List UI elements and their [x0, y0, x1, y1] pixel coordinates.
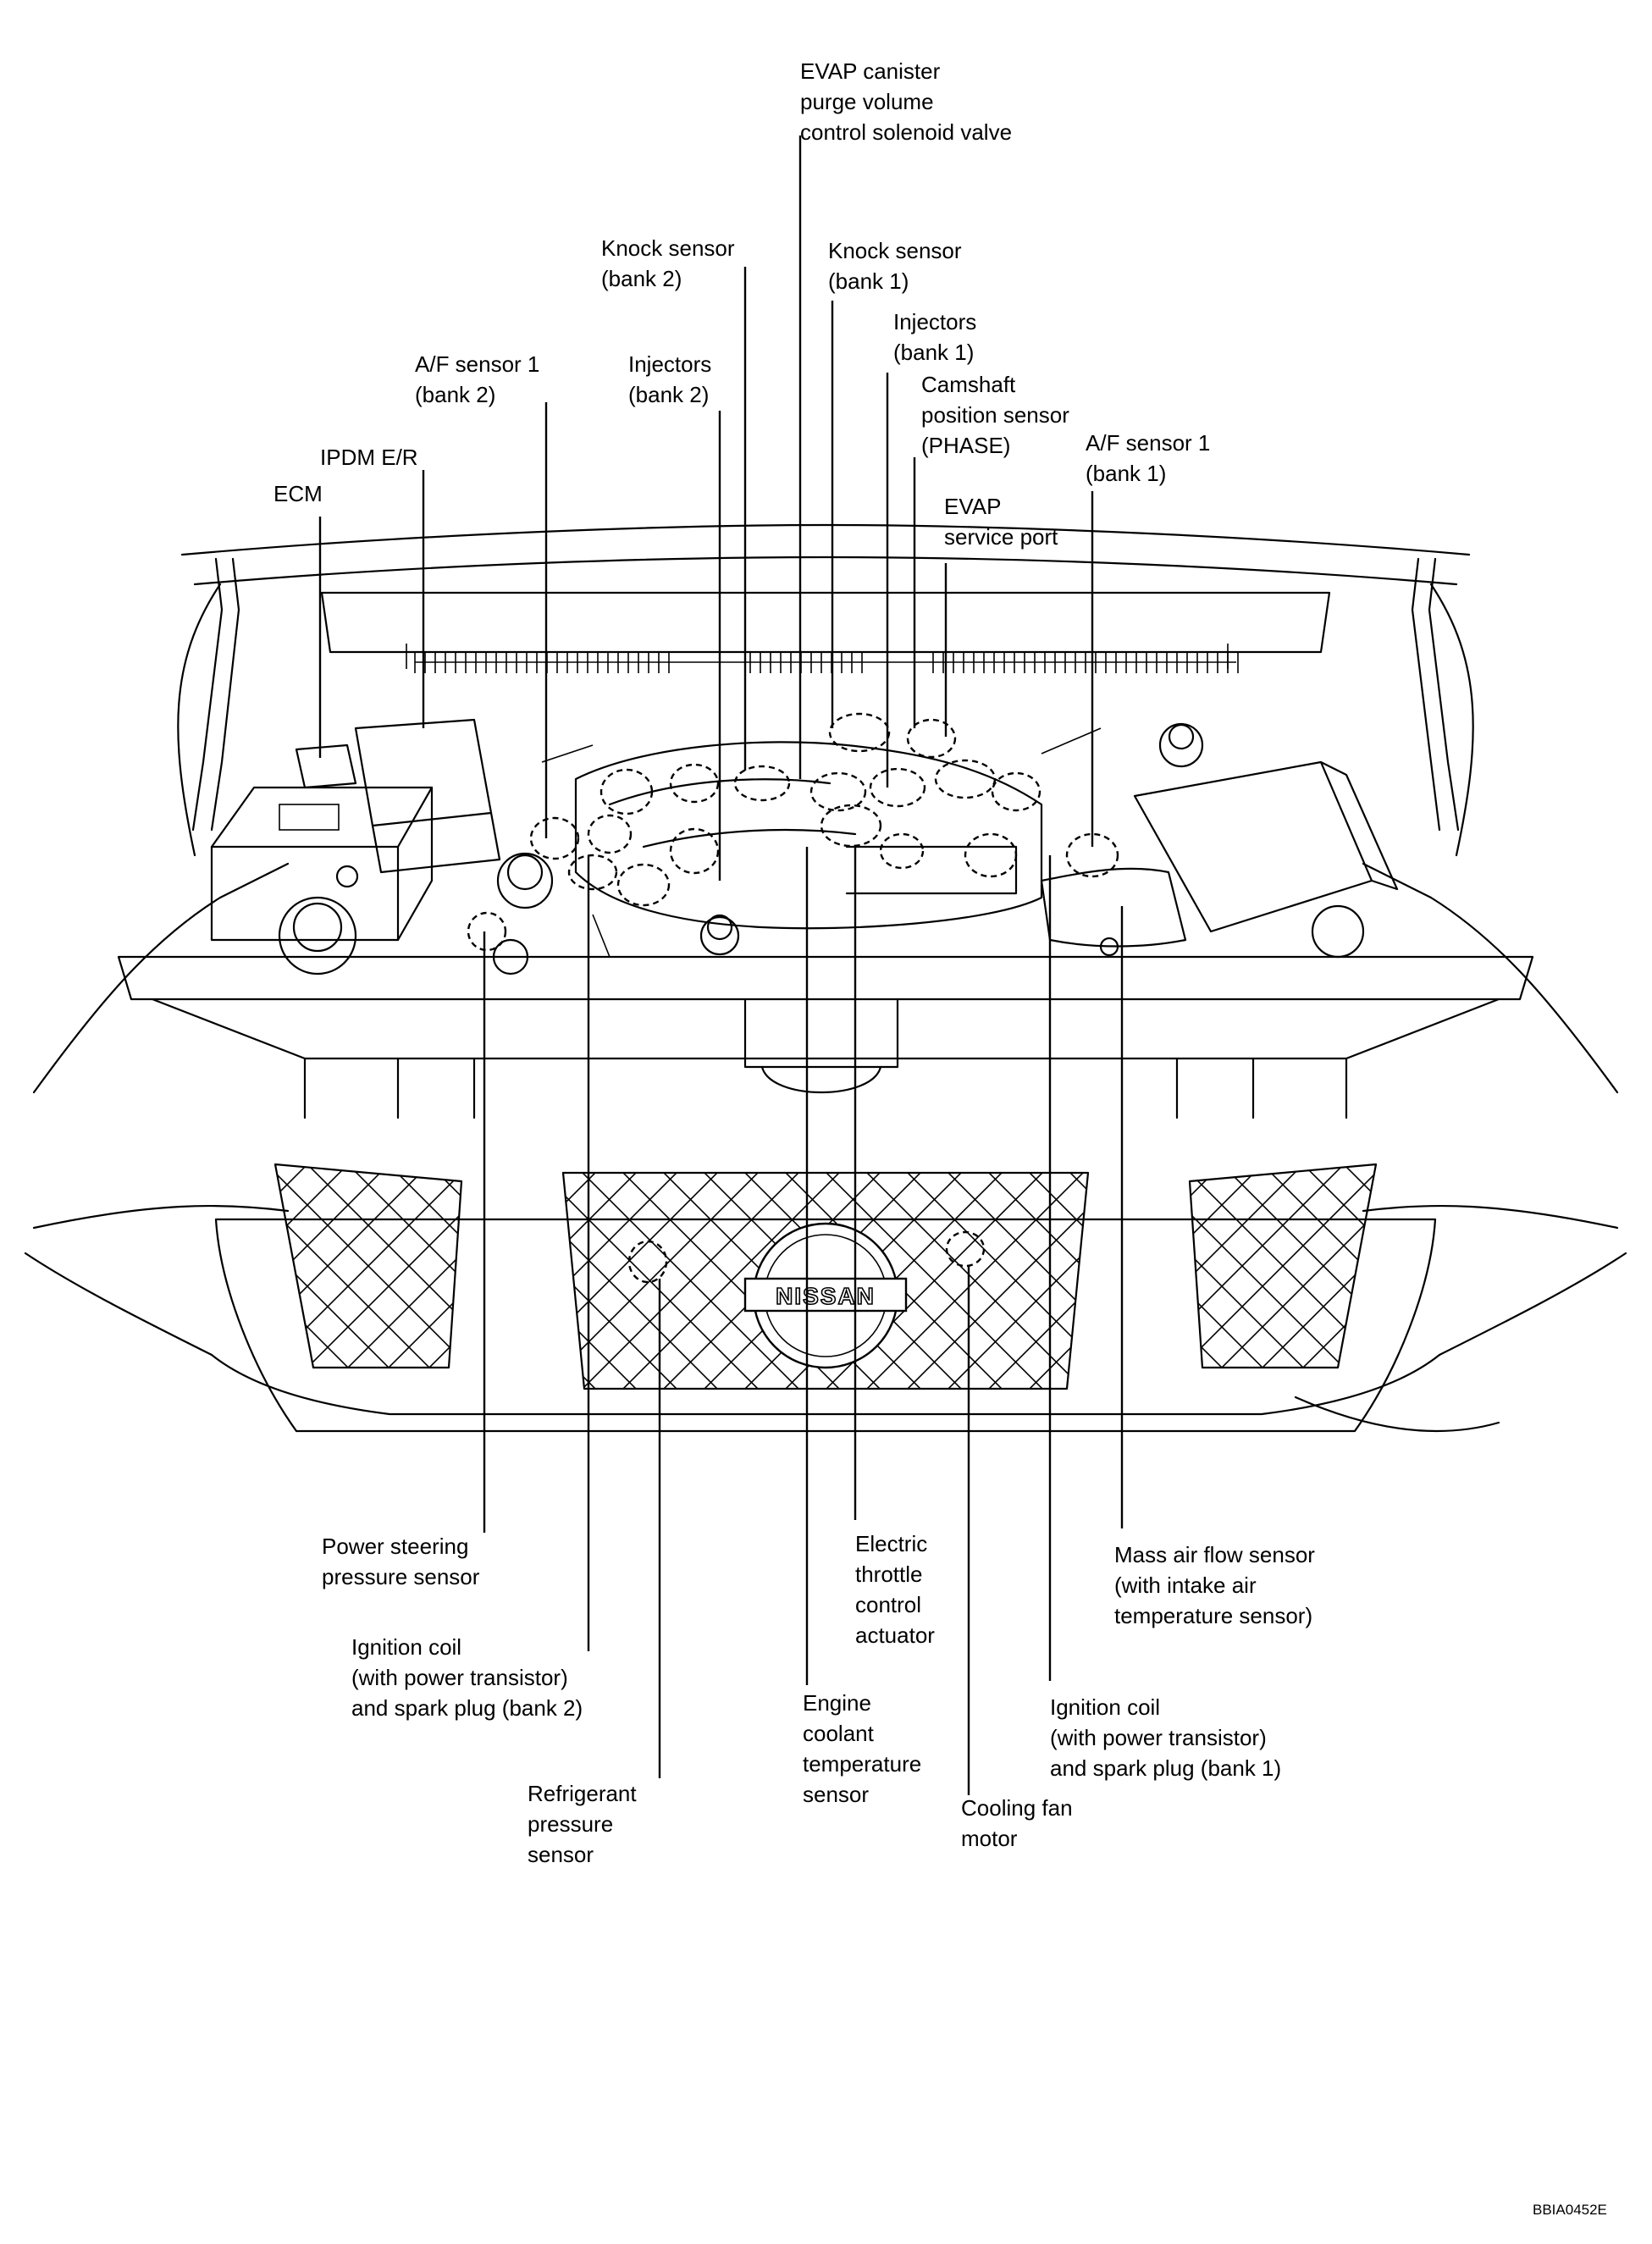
- grille-mesh-line: [334, 1169, 559, 1393]
- grille-mesh-line: [1380, 1160, 1592, 1372]
- label-electric-throttle: Electric throttle control actuator: [855, 1531, 935, 1648]
- label-mass-air-flow-sensor: Mass air flow sensor (with intake air te…: [1114, 1542, 1315, 1628]
- grille-mesh-line: [1310, 1169, 1534, 1393]
- cowl-vents: [414, 652, 1239, 673]
- grille-mesh-line: [384, 1164, 461, 1368]
- label-power-steering-sensor: Power steering pressure sensor: [322, 1534, 480, 1589]
- grille-mesh-line: [1298, 1164, 1376, 1368]
- grille-mesh-line: [1421, 1160, 1633, 1372]
- label-cooling-fan-motor: Cooling fan motor: [961, 1795, 1073, 1851]
- grille-mesh-line: [1025, 1173, 1088, 1389]
- label-ipdm-er: IPDM E/R: [320, 445, 418, 470]
- grille: NISSAN: [59, 1160, 1652, 1433]
- label-refrigerant-sensor: Refrigerant pressure sensor: [528, 1781, 637, 1867]
- label-ignition-coil-bank2: Ignition coil (with power transistor) an…: [351, 1634, 583, 1721]
- grille-mesh-line: [1269, 1169, 1494, 1393]
- hood: [180, 523, 1471, 832]
- grille-mesh-line: [275, 1164, 353, 1368]
- grille-mesh-line: [1190, 1164, 1268, 1368]
- grille-mesh-line: [1310, 1169, 1534, 1393]
- grille-mesh-line: [1583, 1160, 1652, 1372]
- body-outline: [24, 583, 1627, 1433]
- grille-mesh-line: [1217, 1164, 1376, 1368]
- grille-mesh-line: [334, 1169, 559, 1393]
- grille-mesh-line: [506, 1160, 718, 1372]
- grille-mesh-line: [59, 1160, 271, 1372]
- grille-mesh-line: [1190, 1164, 1308, 1368]
- grille-mesh-line: [59, 1160, 271, 1372]
- grille-mesh-line: [1025, 1173, 1088, 1389]
- grille-mesh-line: [343, 1164, 461, 1368]
- label-evap-service-port: EVAP service port: [944, 494, 1058, 550]
- grille-mesh-line: [1190, 1164, 1227, 1368]
- callout-circles: [467, 712, 1119, 1284]
- grille-mesh-line: [903, 1173, 1088, 1389]
- grille-mesh-line: [275, 1164, 434, 1368]
- grille-mesh-line: [984, 1173, 1088, 1389]
- engine-bay: [117, 718, 1534, 1119]
- label-ecm: ECM: [273, 481, 323, 506]
- label-injectors-bank1: Injectors (bank 1): [893, 309, 977, 365]
- grille-mesh-line: [1502, 1160, 1652, 1372]
- grille-mesh-line: [1502, 1160, 1652, 1372]
- grille-mesh-line: [1190, 1164, 1349, 1368]
- grille-mesh-line: [563, 1173, 641, 1389]
- figure-code: BBIA0452E: [1533, 2202, 1607, 2218]
- grille-mesh-line: [1583, 1160, 1652, 1372]
- grille-mesh-line: [1461, 1160, 1652, 1372]
- grille-mesh-line: [563, 1173, 641, 1389]
- label-af-sensor-bank1: A/F sensor 1 (bank 1): [1086, 430, 1211, 486]
- grille-mesh-line: [1543, 1160, 1652, 1372]
- label-engine-coolant-sensor: Engine coolant temperature sensor: [803, 1690, 922, 1807]
- grille-mesh-line: [984, 1173, 1088, 1389]
- label-camshaft-sensor: Camshaft position sensor (PHASE): [921, 372, 1069, 458]
- leader-lines: [318, 135, 1124, 1795]
- grille-mesh-line: [1298, 1164, 1376, 1368]
- label-ignition-coil-bank1: Ignition coil (with power transistor) an…: [1050, 1694, 1282, 1781]
- label-injectors-bank2: Injectors (bank 2): [628, 351, 712, 407]
- grille-mesh-line: [943, 1173, 1088, 1389]
- label-af-sensor-bank2: A/F sensor 1 (bank 2): [415, 351, 540, 407]
- grille-mesh-line: [1269, 1169, 1494, 1393]
- grille-mesh-line: [1461, 1160, 1652, 1372]
- grille-mesh-line: [302, 1164, 461, 1368]
- label-knock-sensor-bank1: Knock sensor (bank 1): [828, 238, 962, 294]
- grille-mesh-line: [577, 1173, 804, 1389]
- nissan-logo-text: NISSAN: [776, 1283, 876, 1309]
- grille-mesh-line: [424, 1164, 461, 1368]
- grille-mesh-line: [563, 1173, 722, 1389]
- grille-mesh-line: [275, 1164, 353, 1368]
- grille-mesh-line: [506, 1160, 718, 1372]
- label-knock-sensor-bank2: Knock sensor (bank 2): [601, 235, 735, 291]
- grille-mesh-line: [1543, 1160, 1652, 1372]
- grille-mesh-line: [1190, 1164, 1376, 1368]
- grille-mesh-line: [1421, 1160, 1633, 1372]
- grille-mesh-line: [1380, 1160, 1592, 1372]
- label-evap-purge-valve: EVAP canister purge volume control solen…: [800, 58, 1013, 145]
- grille-mesh-line: [1190, 1164, 1268, 1368]
- grille-mesh-right: [1190, 1160, 1652, 1372]
- grille-mesh-line: [384, 1164, 461, 1368]
